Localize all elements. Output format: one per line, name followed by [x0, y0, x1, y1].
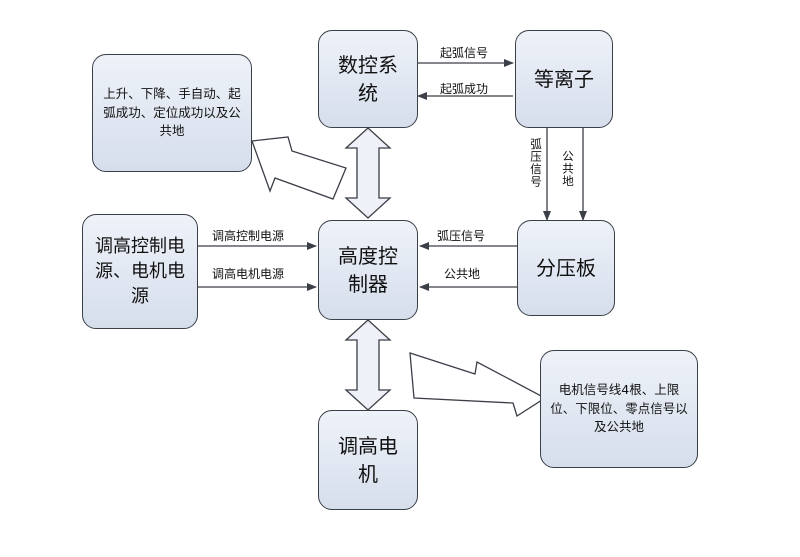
edge-label-common-ground-vertical: 公共地 [561, 150, 575, 188]
edge-label-arc-success: 起弧成功 [440, 82, 489, 96]
edge-label-motor-power: 调高电机电源 [212, 267, 285, 281]
node-divider-board: 分压板 [517, 220, 615, 316]
node-plasma: 等离子 [515, 30, 613, 128]
double-arrow-lower [344, 319, 392, 411]
edge-label-arc-voltage: 弧压信号 [437, 229, 486, 243]
node-height-controller: 高度控制器 [318, 220, 418, 320]
edge-label-arc-start: 起弧信号 [440, 46, 489, 60]
edge-label-common-ground: 公共地 [444, 267, 481, 281]
node-lift-motor: 调高电机 [318, 410, 418, 510]
callout-arrow-bottom [409, 352, 547, 418]
double-arrow-upper [344, 127, 392, 219]
callout-arrow-top [251, 136, 347, 200]
note-bottom: 电机信号线4根、上限位、下限位、零点信号以及公共地 [540, 350, 698, 468]
edge-label-arc-voltage-vertical: 弧压信号 [529, 138, 543, 188]
node-cnc: 数控系统 [318, 30, 418, 128]
node-power-source: 调高控制电源、电机电源 [82, 214, 198, 329]
note-top: 上升、下降、手自动、起弧成功、定位成功以及公共地 [92, 54, 252, 172]
edge-label-control-power: 调高控制电源 [212, 229, 285, 243]
